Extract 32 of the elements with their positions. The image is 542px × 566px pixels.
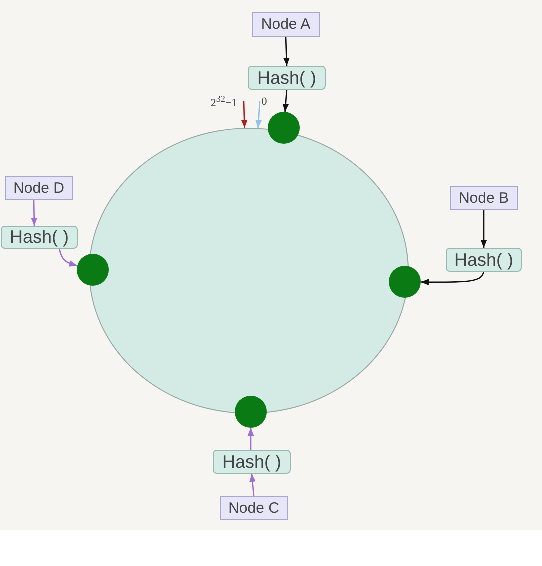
arrow [31, 200, 38, 226]
hash-function-box [248, 66, 326, 90]
ring-position-dot [77, 254, 109, 286]
box-label: Hash( ) [454, 250, 514, 270]
hash-function-box [1, 226, 78, 249]
box-label: Hash( ) [10, 227, 69, 248]
arrow [256, 101, 262, 128]
ring-position-dot [389, 266, 421, 298]
node-box [5, 176, 73, 200]
ring-position-dot [235, 396, 267, 428]
box-label: 2$^{32}$−1 [210, 94, 238, 110]
box-label: Hash( ) [222, 452, 282, 472]
arrow [250, 474, 256, 496]
box-label: Node D [14, 180, 64, 196]
arrow [241, 101, 248, 128]
node-box [220, 496, 288, 520]
box-label: Node C [228, 500, 280, 516]
ring-position-dot [268, 112, 300, 144]
box-label: 0 [262, 96, 268, 108]
arrow [480, 210, 488, 248]
arrow [282, 90, 290, 112]
box-label: Node B [458, 190, 510, 206]
arrow [284, 36, 290, 66]
arrow [421, 272, 485, 286]
box-label: Hash( ) [257, 68, 316, 88]
node-box [252, 12, 320, 37]
box-label: Node A [261, 16, 311, 33]
hash-function-box [213, 450, 291, 474]
hash-function-box [446, 248, 522, 272]
node-box [450, 186, 518, 210]
arrow [248, 428, 254, 450]
arrow [58, 248, 78, 267]
